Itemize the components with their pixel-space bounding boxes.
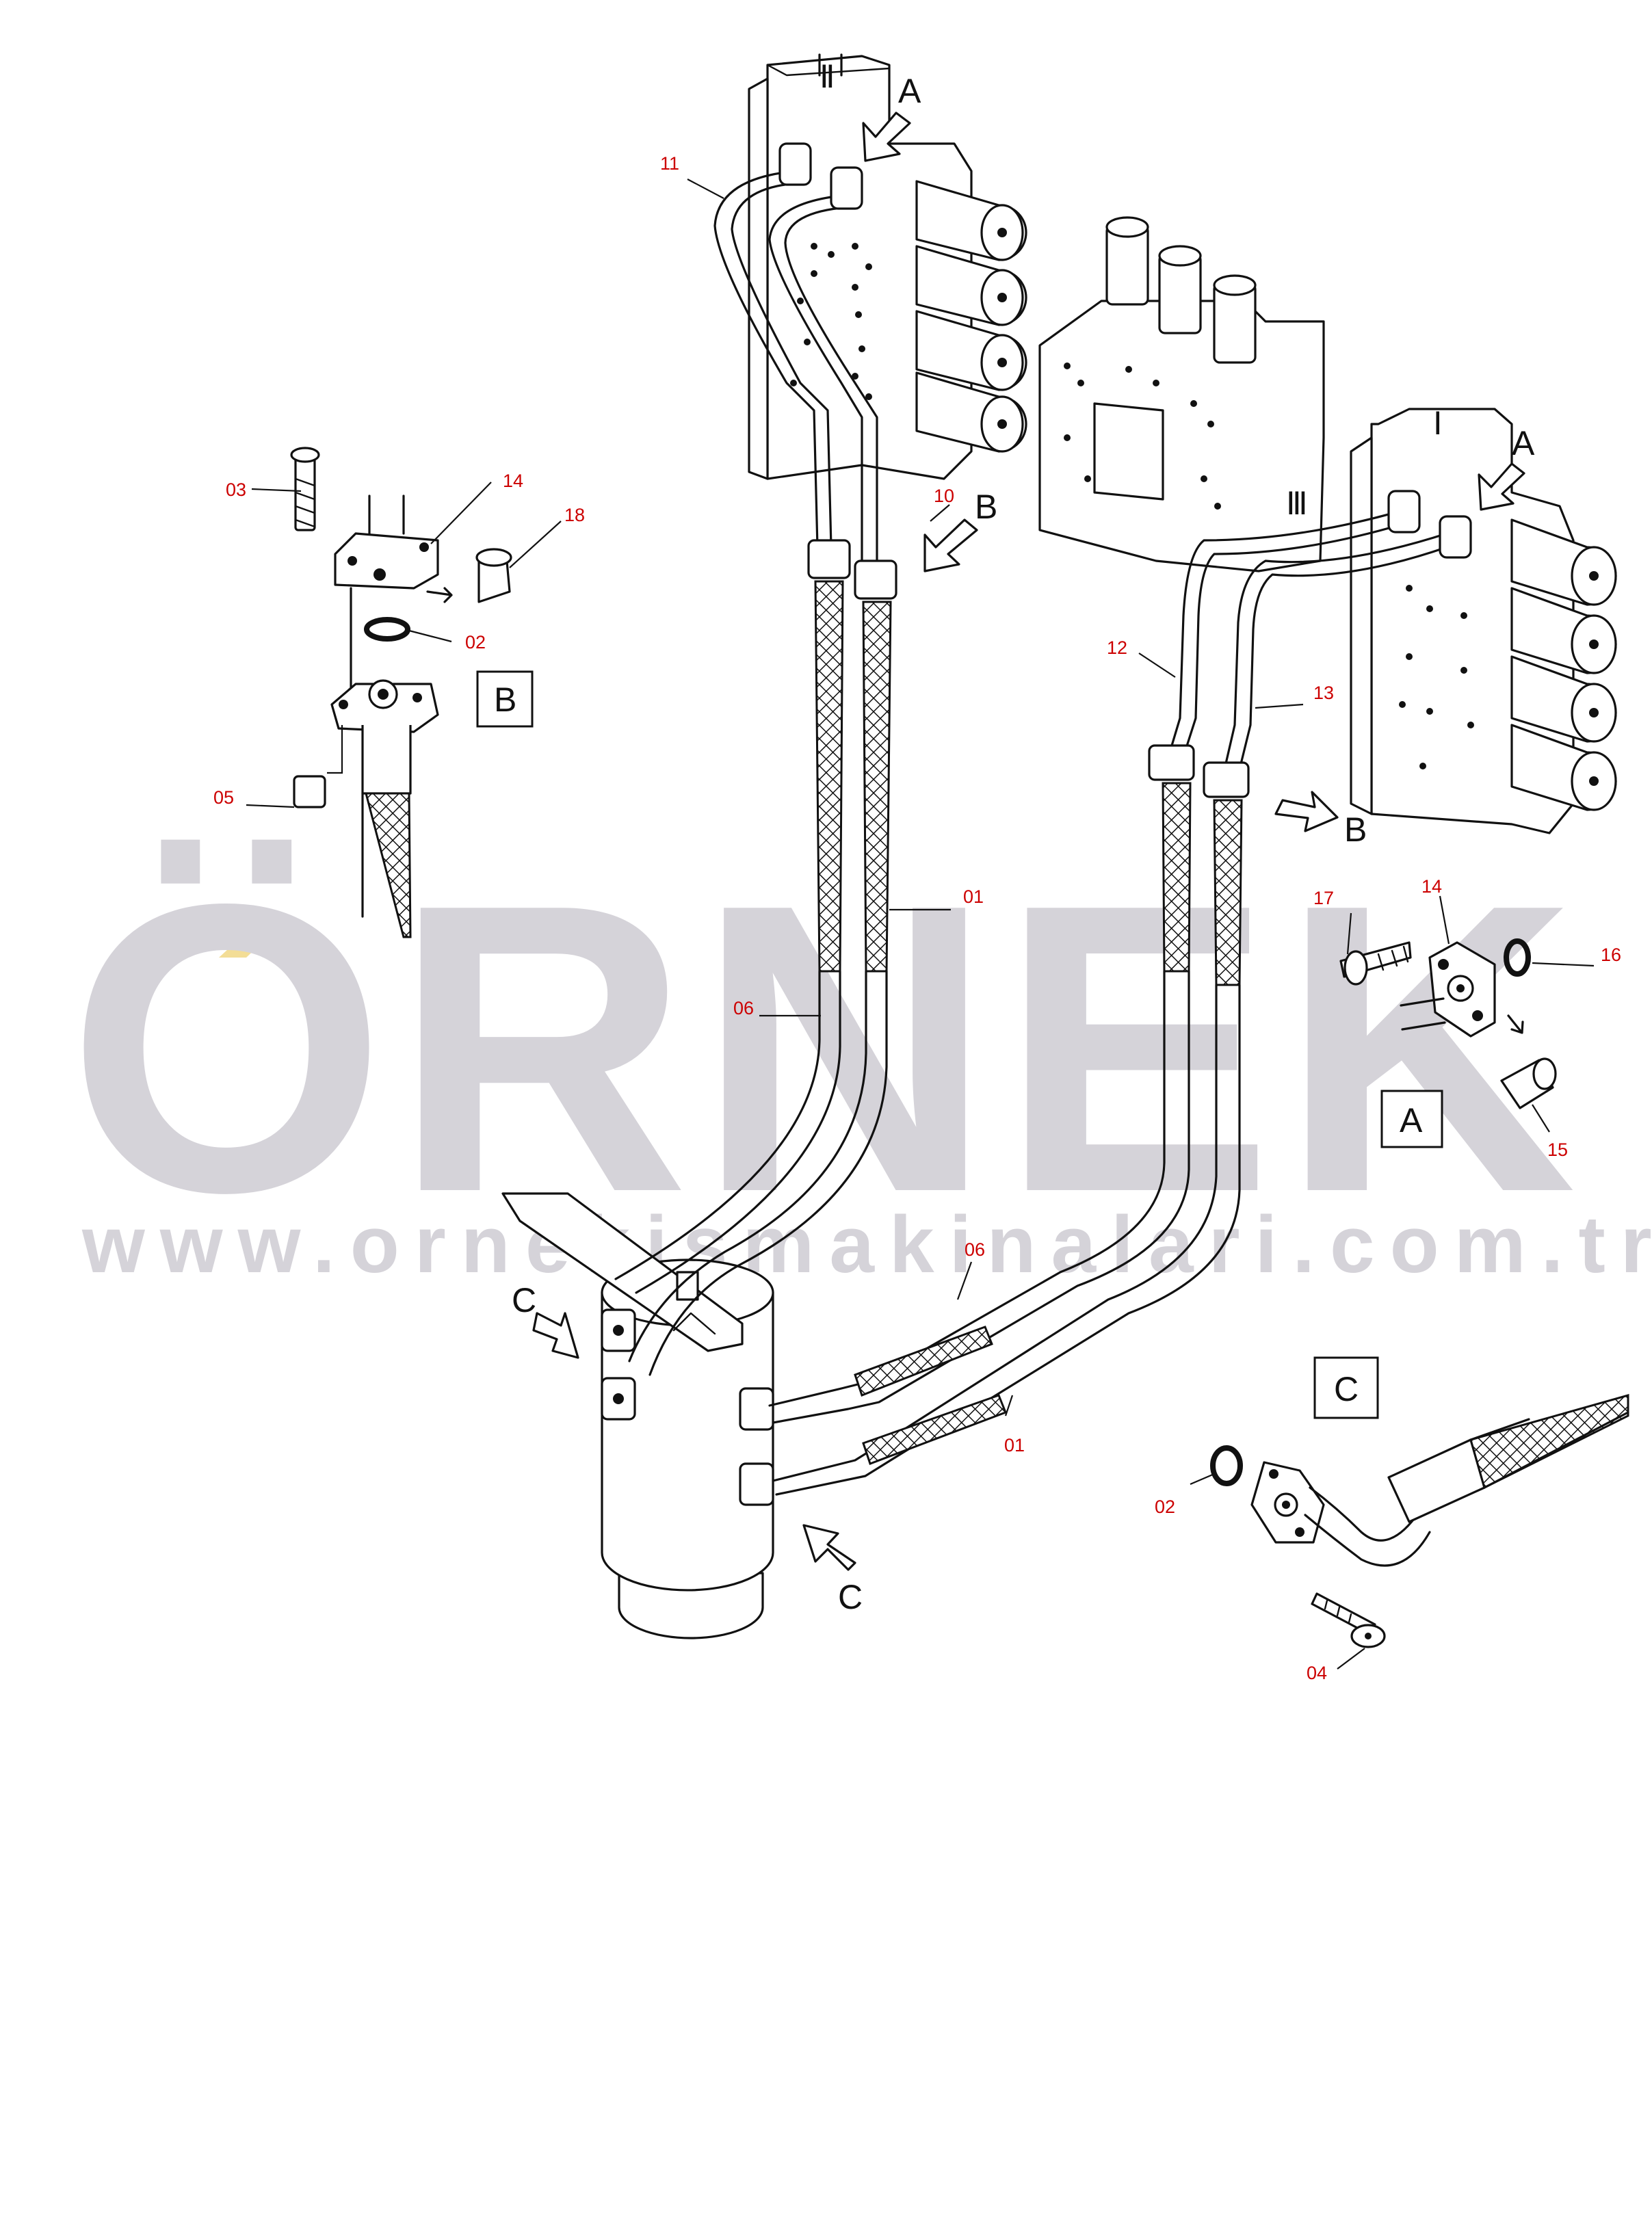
detail-b: 03 14 18 02 05 B [213, 447, 585, 938]
pipe-flange-10 [830, 166, 863, 210]
callout-10: 10 [934, 486, 954, 506]
detail-b-callout-03: 03 [226, 479, 246, 500]
watermark-url: www.ornekismakinalari.com.tr [81, 1200, 1652, 1290]
pipe-flange-12 [1387, 490, 1421, 533]
pipe-flange-11 [778, 142, 812, 186]
detail-b-box [476, 670, 534, 728]
detail-b-callout-05: 05 [213, 787, 234, 808]
callout-06-upper: 06 [733, 998, 754, 1018]
arrow-b-right [1274, 791, 1339, 832]
detail-a-callout-16: 16 [1601, 945, 1621, 965]
hose-coupler-2 [854, 559, 897, 600]
view-letter-b-right: B [1344, 811, 1367, 849]
detail-c-callout-04: 04 [1307, 1663, 1327, 1683]
detail-a-callout-17: 17 [1313, 888, 1334, 908]
watermark: ÖRNEK www.ornekismakinalari.com.tr [67, 819, 1652, 1290]
filter-flanges [601, 1308, 774, 1506]
callout-06-lower: 06 [965, 1239, 985, 1260]
detail-b-oring [364, 617, 410, 642]
watermark-accent-left [144, 925, 205, 958]
mounting-bracket [501, 1192, 744, 1352]
detail-b-pipe [361, 725, 412, 795]
view-letter-a-top: A [898, 72, 921, 110]
main-callouts: 11 10 12 13 01 06 06 01 [660, 153, 1334, 1455]
view-arrows [532, 111, 1525, 1571]
valve-iii-label: Ⅲ [1286, 486, 1308, 521]
callout-01-lower: 01 [1004, 1435, 1025, 1455]
valve-ii-bolt-holes [790, 243, 872, 400]
detail-a-box-label: A [1400, 1101, 1423, 1139]
detail-c-box-label: C [1334, 1370, 1359, 1408]
detail-a-box [1380, 1090, 1443, 1148]
view-letter-c-bottom: C [838, 1578, 863, 1616]
arrow-c-left [532, 1312, 579, 1359]
valve-iii-bolt-holes [1064, 363, 1221, 510]
arrow-c-bottom [802, 1524, 856, 1571]
arrow-a-top [862, 111, 911, 162]
valve-i-label: Ⅰ [1433, 406, 1443, 441]
callout-12: 12 [1107, 637, 1127, 658]
callout-01-upper: 01 [963, 886, 984, 907]
detail-c-oring [1210, 1445, 1243, 1486]
detail-c-callout-02: 02 [1155, 1497, 1175, 1517]
detail-b-nut [293, 775, 326, 808]
callout-11: 11 [660, 153, 679, 174]
arrow-a-right [1478, 462, 1525, 511]
valve-block-i: Ⅰ [1350, 406, 1617, 834]
watermark-accent-right [219, 925, 280, 958]
filter-housing [501, 1192, 774, 1639]
view-letter-b-top: B [975, 488, 997, 526]
hose-coupler-4 [1203, 761, 1250, 798]
detail-b-bolt [294, 453, 316, 531]
detail-c-ferrule [1387, 1438, 1486, 1523]
valve-block-ii: Ⅱ [748, 53, 1027, 480]
detail-b-callout-14: 14 [503, 471, 523, 491]
pipe-flange-13 [1439, 515, 1472, 559]
detail-b-callout-18: 18 [564, 505, 585, 525]
valve-i-bolt-holes [1399, 585, 1474, 769]
detail-a-callout-14: 14 [1421, 876, 1442, 897]
hose-coupler-3 [1148, 744, 1195, 781]
detail-a-callout-15: 15 [1547, 1139, 1568, 1160]
callout-13: 13 [1313, 683, 1334, 703]
detail-a: 17 14 16 15 A [1313, 876, 1621, 1160]
valve-ii-label: Ⅱ [820, 60, 835, 94]
view-letter-c-left: C [512, 1281, 536, 1319]
detail-b-callout-02: 02 [465, 632, 486, 653]
hose-coupler-1 [807, 539, 851, 579]
detail-b-box-label: B [494, 681, 516, 719]
arrow-b-top [923, 518, 978, 572]
pipes-left [614, 142, 897, 1376]
detail-b-flange-top [334, 532, 439, 590]
valve-ii-spools [915, 180, 1027, 453]
view-letters: A B A B C C [512, 72, 1535, 1616]
valve-i-spools [1510, 518, 1617, 811]
detail-a-oring [1504, 938, 1531, 977]
view-letter-a-right: A [1512, 424, 1535, 462]
valve-ii-tab [818, 53, 843, 77]
detail-c-box [1313, 1356, 1379, 1419]
detail-c: 02 04 C [1155, 1356, 1629, 1683]
valve-block-iii: Ⅲ [1038, 216, 1325, 572]
pipes-right [768, 490, 1472, 1496]
